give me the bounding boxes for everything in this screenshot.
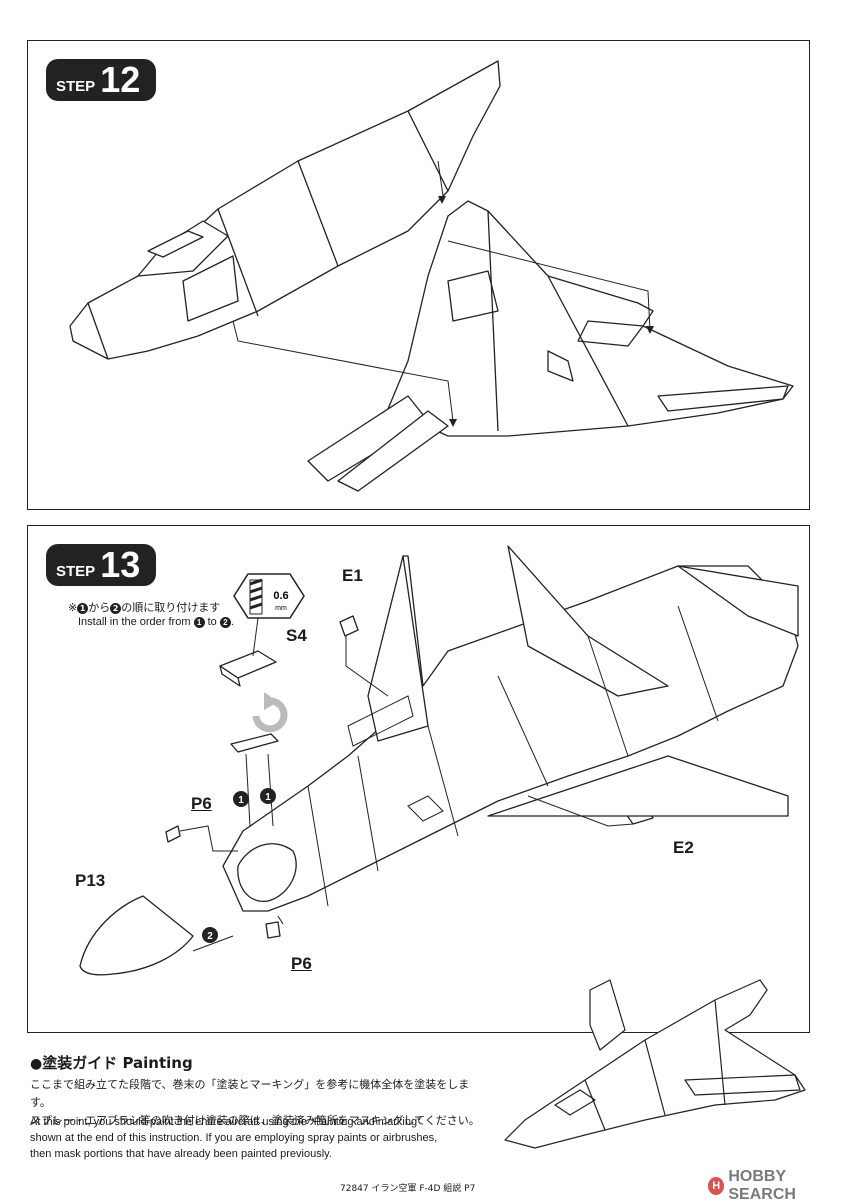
order-2-icon: 2 bbox=[110, 603, 122, 614]
step-number: 13 bbox=[100, 544, 141, 585]
order-1-marker: 1 bbox=[265, 792, 271, 803]
step-word: STEP bbox=[56, 563, 96, 580]
step-number: 12 bbox=[100, 59, 141, 100]
part-label-p6: P6 bbox=[291, 954, 312, 973]
part-label-p13: P13 bbox=[75, 871, 106, 890]
rotate-arrow-icon bbox=[252, 692, 288, 733]
order-1-icon: 1 bbox=[193, 617, 205, 628]
drill-size: 0.6 bbox=[273, 590, 288, 602]
watermark: H HOBBY SEARCH bbox=[708, 1168, 846, 1204]
painting-instructions-en: At this point, you should paint the enti… bbox=[30, 1116, 438, 1160]
order-1-marker: 1 bbox=[238, 795, 244, 806]
step-12-panel: STEP 12 bbox=[27, 40, 810, 510]
step-word: STEP bbox=[56, 78, 96, 95]
order-2-icon: 2 bbox=[219, 617, 231, 628]
finished-aircraft-illustration bbox=[504, 979, 806, 1149]
part-label-e1: E1 bbox=[342, 566, 363, 585]
step-12-illustration bbox=[69, 60, 794, 492]
page-footer: 72847 イラン空軍 F-4D 組説 P7 bbox=[340, 1184, 476, 1194]
drill-unit: mm bbox=[275, 605, 287, 612]
order-2-marker: 2 bbox=[207, 931, 213, 942]
step-13-badge: STEP 13 bbox=[46, 544, 156, 586]
painting-instructions-jp: ここまで組み立てた段階で、巻末の「塗装とマーキング」を参考に機体全体を塗装をしま… bbox=[30, 1078, 480, 1127]
step-13-illustration: 1 1 2 0.6 mm bbox=[79, 545, 799, 976]
order-1-icon: 1 bbox=[77, 603, 89, 614]
drill-hole-icon bbox=[233, 573, 305, 619]
install-order-note-en: Install in the order from 1 to 2. bbox=[78, 616, 234, 628]
part-label-s4: S4 bbox=[286, 626, 307, 645]
hobby-search-logo-icon: H bbox=[708, 1177, 725, 1195]
part-label-p6: P6 bbox=[191, 794, 212, 813]
part-label-e2: E2 bbox=[673, 838, 694, 857]
step-12-badge: STEP 12 bbox=[46, 59, 156, 101]
painting-title: ●塗装ガイド Painting bbox=[30, 1054, 193, 1072]
